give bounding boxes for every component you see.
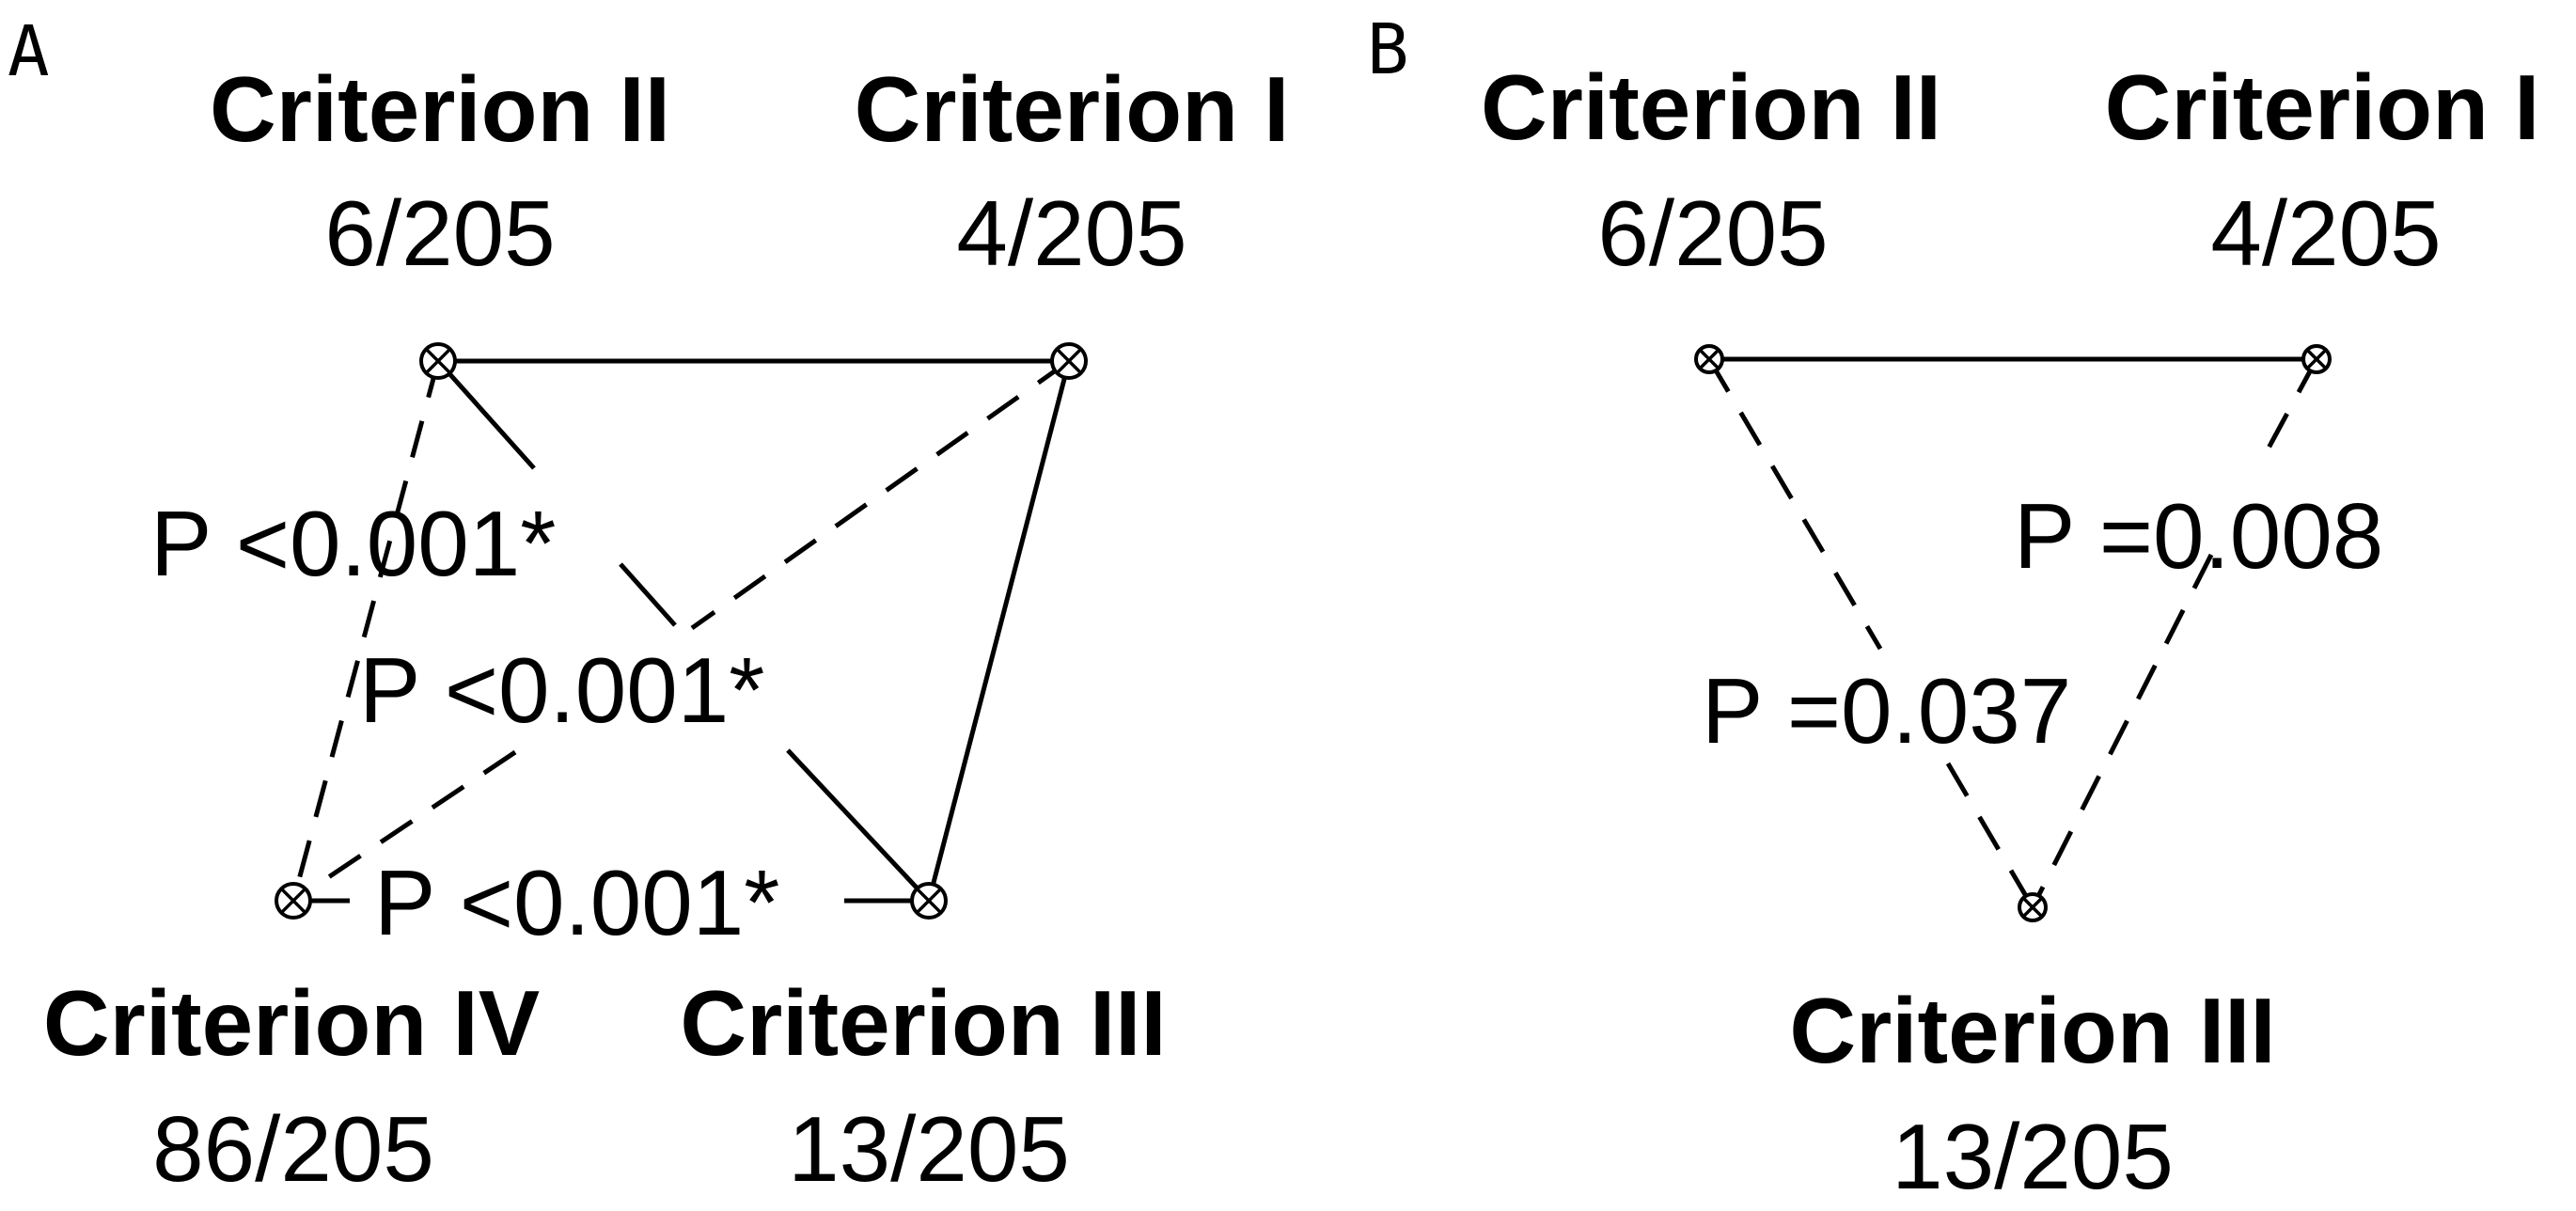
- panel-a-node-c1: [1050, 342, 1088, 380]
- edge-c2-c3-segment-2: [619, 562, 677, 627]
- node-name-c3: Criterion III: [1789, 979, 2275, 1082]
- panel-a-letter: A: [8, 11, 50, 92]
- edge-label-c1-c4: P <0.001*: [359, 638, 764, 742]
- edge-c2-c3-segment-1: [436, 359, 536, 470]
- edge-c2-c3-segment-3: [786, 748, 931, 903]
- panel-b-letter: B: [1367, 9, 1409, 90]
- edge-c1-c3: [926, 360, 1072, 902]
- node-name-c1: Criterion I: [855, 57, 1290, 161]
- node-count-c1: 4/205: [2210, 181, 2441, 285]
- panel-b-node-c2: [1694, 344, 1724, 374]
- edge-label-c2-c3: P =0.037: [1702, 659, 2071, 763]
- panel-a-node-c4: [275, 882, 312, 920]
- node-name-c3: Criterion III: [680, 971, 1166, 1075]
- edge-label-c2-c3: P <0.001*: [150, 492, 556, 595]
- node-name-c4: Criterion IV: [43, 971, 540, 1075]
- edge-label-c1-c3: P =0.008: [2014, 484, 2383, 588]
- panel-a-edges: [291, 358, 1072, 904]
- edge-c1-c3-segment-2: [2030, 553, 2214, 909]
- edge-label-c4-c3: P <0.001*: [374, 851, 779, 954]
- edge-c1-c4-segment-1: [690, 358, 1071, 631]
- edge-c1-c3-segment-1: [2263, 357, 2319, 455]
- node-name-c2: Criterion II: [210, 57, 670, 161]
- node-count-c4: 86/205: [152, 1097, 434, 1201]
- node-count-c3: 13/205: [1892, 1105, 2174, 1208]
- edge-c2-c3-segment-1: [1706, 357, 1883, 651]
- panel-b-node-c1: [2301, 344, 2332, 374]
- panel-b-edges: [1706, 356, 2319, 909]
- node-name-c1: Criterion I: [2105, 55, 2540, 159]
- node-name-c2: Criterion II: [1481, 55, 1941, 159]
- panel-a-node-c3: [910, 882, 948, 920]
- panel-b: B P =0.037 P =0.008: [1367, 9, 2539, 1208]
- node-count-c1: 4/205: [956, 181, 1186, 285]
- panel-a: A P <0.001* P <0.001* P <0.001*: [8, 11, 1289, 1201]
- node-count-c3: 13/205: [788, 1097, 1070, 1201]
- node-count-c2: 6/205: [1597, 181, 1828, 285]
- edge-c1-c4-segment-2: [291, 749, 517, 904]
- edge-c2-c4: [291, 360, 441, 902]
- node-count-c2: 6/205: [324, 181, 555, 285]
- panel-a-node-c2: [419, 342, 457, 380]
- edge-c2-c3-segment-2: [1945, 762, 2035, 909]
- panel-b-node-c3: [2018, 892, 2048, 922]
